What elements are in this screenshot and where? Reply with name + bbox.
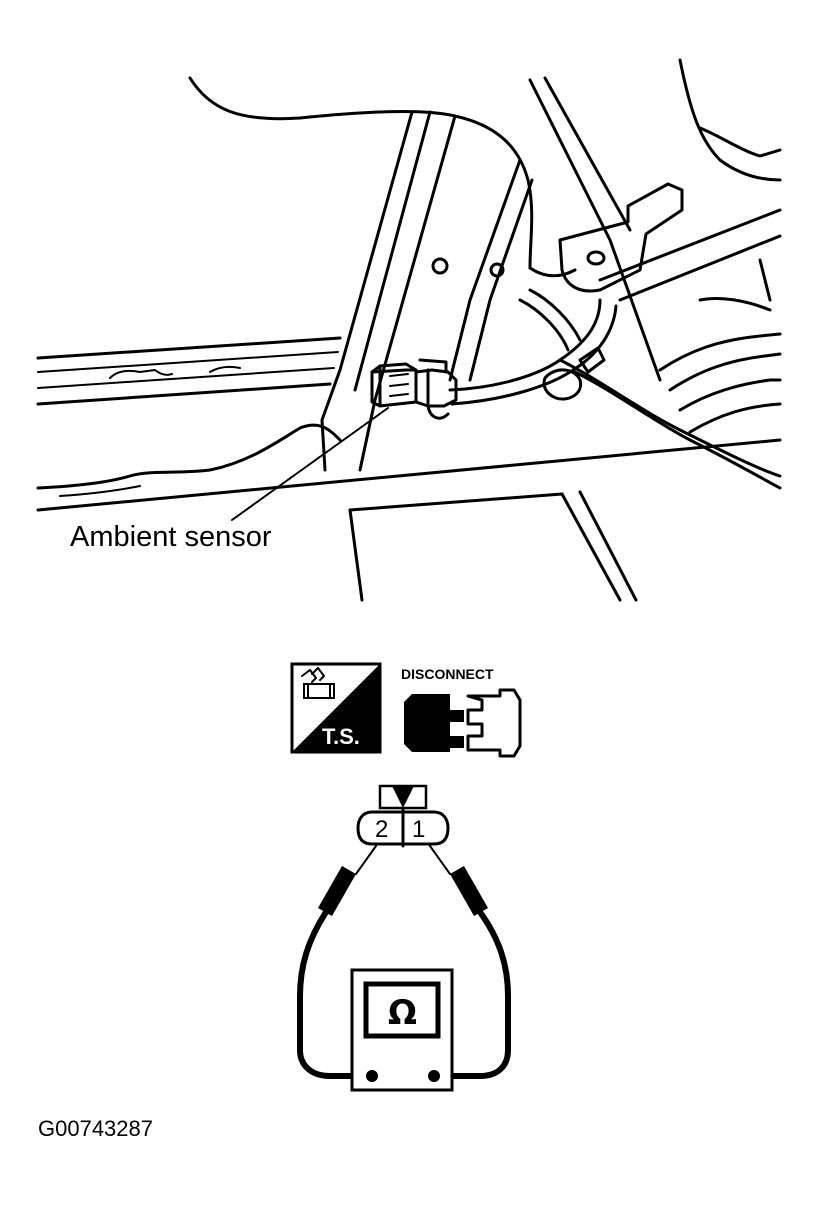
connector-circuit: 2 1 Ω — [297, 784, 511, 1092]
tool-icon — [301, 667, 335, 699]
disconnect-icon-box: DISCONNECT — [401, 666, 522, 758]
ambient-sensor — [370, 358, 458, 420]
ohm-symbol: Ω — [388, 993, 417, 1033]
figure-id: G00743287 — [38, 1116, 153, 1141]
left-probe-lead — [297, 845, 377, 1079]
connector-disconnect-icon — [404, 688, 522, 758]
ambient-sensor-label: Ambient sensor — [70, 521, 272, 553]
pin-1-label: 1 — [412, 816, 425, 843]
callout-leader-line — [231, 407, 389, 521]
ohmmeter-icon: Ω — [350, 968, 454, 1092]
pin-2-label: 2 — [375, 816, 388, 843]
disconnect-label: DISCONNECT — [401, 666, 494, 682]
connector-face: 2 1 — [356, 808, 450, 848]
vehicle-illustration — [36, 58, 782, 602]
ts-label: T.S. — [322, 724, 360, 749]
ts-icon-box: T.S. — [290, 662, 382, 754]
right-probe-lead — [429, 845, 511, 1079]
